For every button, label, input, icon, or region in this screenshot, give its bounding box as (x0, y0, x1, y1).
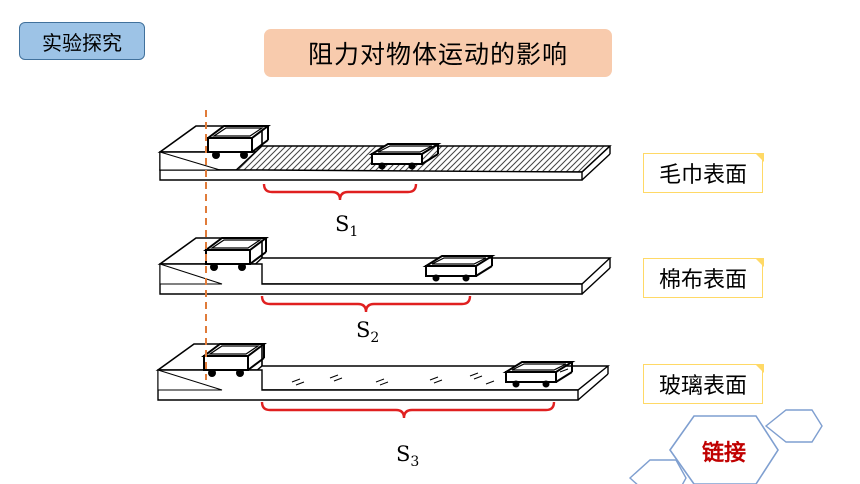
cart-end-1 (368, 143, 442, 170)
distance-s1: S1 (335, 212, 359, 240)
hexagon-decor-bottom (628, 459, 687, 484)
cart-end-3 (502, 361, 576, 388)
label-cotton-surface: 棉布表面 (643, 257, 764, 298)
cart-start-2 (203, 237, 269, 271)
link-button[interactable]: 链接 (701, 441, 746, 466)
brace-s1 (262, 183, 418, 201)
hexagon-decor-top (764, 409, 823, 443)
page-title: 阻力对物体运动的影响 (264, 29, 612, 77)
cart-start-1 (205, 125, 271, 159)
brace-s2 (260, 295, 472, 313)
glass-marks (291, 368, 569, 386)
link-hexagon[interactable] (669, 415, 779, 484)
cart-start-3 (201, 343, 267, 377)
label-glass-surface: 玻璃表面 (643, 363, 764, 404)
distance-s3: S3 (396, 442, 420, 470)
section-tag: 实验探究 (19, 22, 145, 60)
label-towel-surface: 毛巾表面 (643, 152, 764, 193)
cart-end-2 (422, 255, 496, 282)
distance-s2: S2 (356, 318, 380, 346)
brace-s3 (260, 401, 556, 419)
